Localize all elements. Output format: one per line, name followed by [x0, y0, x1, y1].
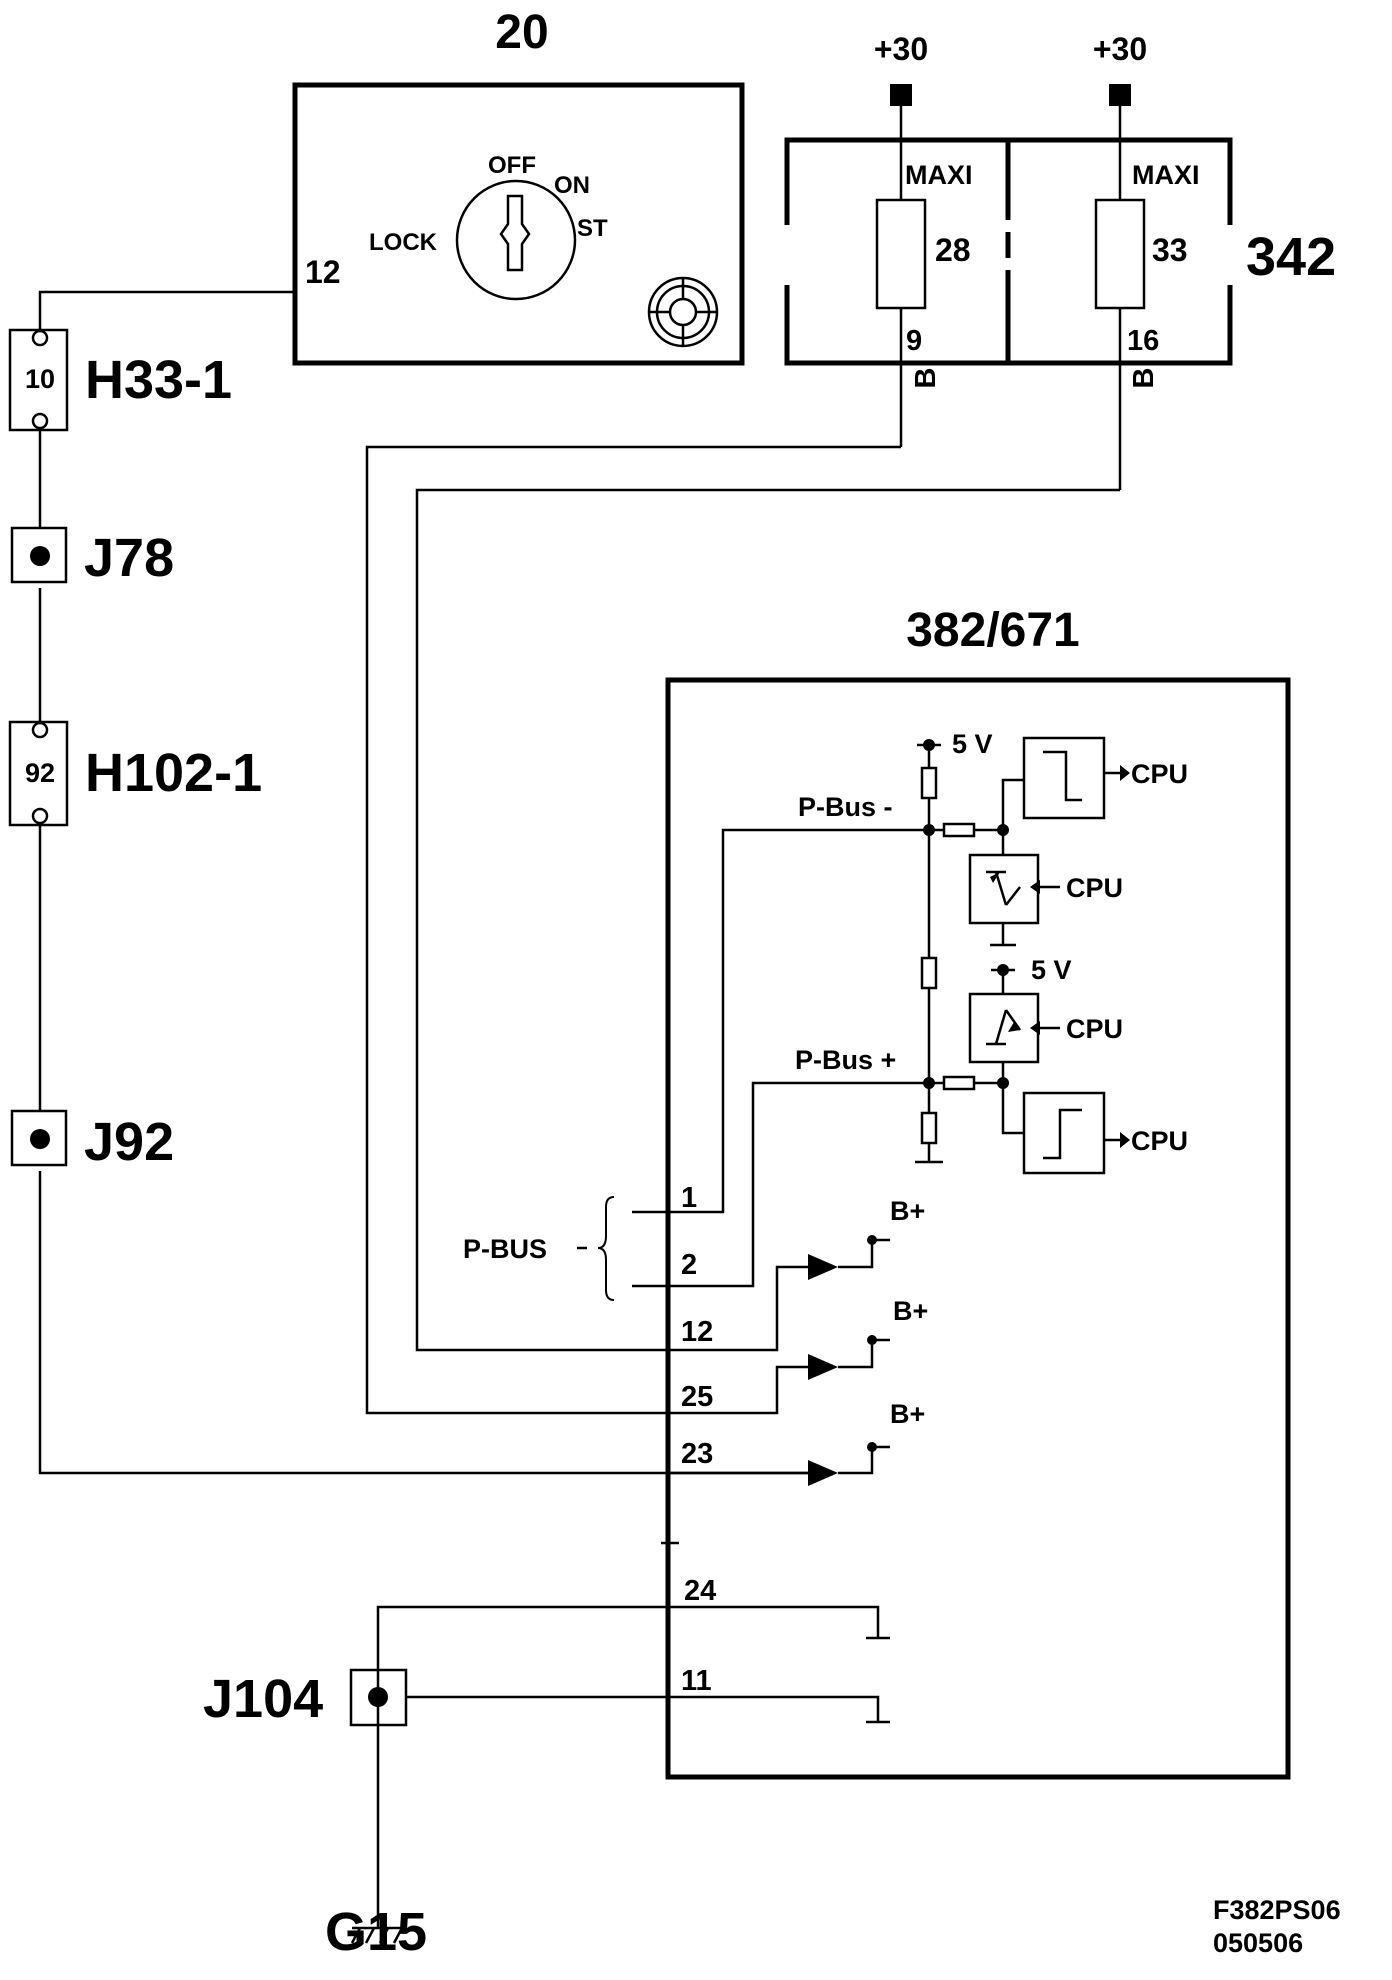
key-icon — [455, 179, 577, 301]
cpu-label-3: CPU — [1066, 1014, 1123, 1044]
lock-cylinder-icon — [647, 276, 719, 348]
junction-j78 — [10, 526, 68, 584]
fuse-28-number: 28 — [935, 232, 971, 268]
input-buffer-pin-12 — [668, 1235, 890, 1352]
key-position-st: ST — [577, 215, 608, 242]
fuse-28 — [875, 198, 927, 310]
pin-25: 25 — [681, 1381, 713, 1413]
transistor-block-upper — [968, 830, 1060, 947]
p-bus-minus-label: P-Bus - — [798, 792, 893, 822]
receiver-falling-block — [1001, 736, 1130, 830]
input-buffer-pin-23 — [668, 1442, 890, 1486]
connector-h33-name: H33-1 — [85, 350, 232, 410]
pin-12: 12 — [681, 1316, 713, 1348]
p-bus-label: P-BUS — [463, 1234, 547, 1264]
cpu-label-1: CPU — [1131, 759, 1188, 789]
bplus-label-1: B+ — [890, 1196, 925, 1226]
transistor-block-lower — [968, 964, 1060, 1083]
supply-5v-label-lower: 5 V — [1031, 955, 1072, 985]
receiver-rising-block — [1001, 1083, 1130, 1175]
wire-fuse-33-to-pin-12 — [415, 488, 1120, 1352]
fuse-28-pin: 9 — [906, 325, 922, 357]
input-buffer-pin-25 — [668, 1335, 890, 1415]
pin-1: 1 — [681, 1182, 697, 1214]
pin-2: 2 — [681, 1249, 697, 1281]
connector-h102-1: 92 — [8, 720, 69, 827]
junction-j104-label: J104 — [203, 1669, 323, 1729]
fuse-box-number: 342 — [1246, 227, 1336, 287]
supply-terminal-right — [1109, 84, 1131, 106]
bus-resistor-network — [915, 739, 1009, 1164]
left-wire-chain: 10 H33-1 J78 92 H102-1 J92 — [8, 290, 822, 1475]
wire-color-right: B — [1128, 368, 1160, 389]
control-unit: 382/671 P-BUS 1 2 12 25 23 24 11 P-Bus -… — [463, 604, 1291, 1780]
key-position-on: ON — [554, 172, 590, 199]
fuse-33-type: MAXI — [1132, 160, 1200, 190]
ignition-switch-box — [292, 82, 745, 366]
supply-label-right: +30 — [1093, 31, 1147, 67]
fuse-33-pin: 16 — [1127, 325, 1159, 357]
connector-h33-pin: 10 — [25, 364, 55, 394]
wire-fuse-28-to-pin-25 — [365, 445, 901, 1415]
internal-ground-24 — [668, 1605, 890, 1640]
cpu-label-2: CPU — [1066, 873, 1123, 903]
ignition-switch: 20 LOCK OFF ON ST 12 — [292, 6, 745, 366]
cpu-label-4: CPU — [1131, 1126, 1188, 1156]
pin-24: 24 — [684, 1575, 716, 1607]
control-unit-box — [665, 677, 1291, 1780]
bplus-label-3: B+ — [890, 1399, 925, 1429]
control-unit-number: 382/671 — [906, 604, 1080, 657]
wire-p-bus-plus — [668, 1081, 930, 1288]
drawing-code: F382PS06 — [1213, 1895, 1341, 1925]
key-position-off: OFF — [488, 152, 536, 179]
fuse-28-type: MAXI — [905, 160, 973, 190]
junction-j92 — [10, 1109, 68, 1167]
junction-j78-label: J78 — [84, 528, 174, 588]
ignition-pin-label: 12 — [305, 254, 341, 290]
supply-terminal-left — [890, 84, 912, 106]
fuse-33-number: 33 — [1152, 232, 1188, 268]
fuse-box: 342 +30 MAXI 28 9 B +30 MAXI 33 16 B — [784, 31, 1336, 490]
ground-g15-label: G15 — [325, 1902, 427, 1962]
internal-ground-11 — [668, 1695, 890, 1724]
ignition-switch-number: 20 — [495, 6, 548, 59]
junction-j92-label: J92 — [84, 1112, 174, 1172]
fuse-33 — [1094, 198, 1146, 310]
ground-g15-icon — [350, 1926, 404, 1944]
key-position-lock: LOCK — [369, 229, 438, 256]
wire-color-left: B — [910, 368, 942, 389]
p-bus-plus-label: P-Bus + — [795, 1045, 896, 1075]
junction-j104 — [349, 1668, 408, 1727]
ground-wiring — [349, 1605, 668, 1944]
supply-5v-label-top: 5 V — [952, 729, 993, 759]
wire-p-bus-minus — [668, 828, 930, 1214]
drawing-date: 050506 — [1213, 1928, 1303, 1958]
bplus-label-2: B+ — [893, 1296, 928, 1326]
connector-h102-pin: 92 — [25, 758, 55, 788]
pin-11: 11 — [681, 1665, 712, 1697]
pin-23: 23 — [681, 1438, 713, 1470]
connector-h102-name: H102-1 — [85, 743, 262, 803]
supply-label-left: +30 — [874, 31, 928, 67]
connector-h33-1: 10 — [8, 328, 69, 432]
p-bus-brace — [597, 1196, 615, 1301]
